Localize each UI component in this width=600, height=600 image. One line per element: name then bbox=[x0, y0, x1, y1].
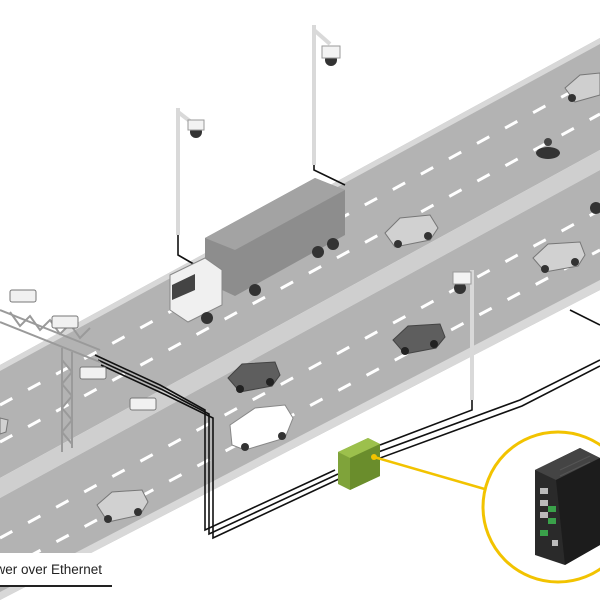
switch-zoom-lens bbox=[481, 430, 600, 584]
gantry-cameras bbox=[9, 289, 157, 411]
camera-pole-1 bbox=[176, 108, 205, 235]
median bbox=[0, 150, 600, 498]
caption-label: Power over Ethernet bbox=[0, 553, 112, 587]
van bbox=[229, 404, 294, 451]
car bbox=[532, 241, 586, 273]
caption-text: Power over Ethernet bbox=[0, 562, 102, 577]
camera-pole-3 bbox=[452, 270, 474, 400]
camera-pole-4 bbox=[590, 202, 600, 214]
car bbox=[96, 489, 149, 523]
overhead-gantry bbox=[0, 309, 101, 452]
highlight-dot bbox=[371, 454, 377, 460]
junction-box bbox=[338, 438, 380, 490]
motorcycle bbox=[536, 138, 560, 159]
car bbox=[0, 417, 9, 435]
car bbox=[564, 72, 600, 103]
truck bbox=[169, 178, 345, 324]
car bbox=[227, 361, 281, 393]
car bbox=[384, 214, 439, 248]
highlight-connector bbox=[373, 455, 496, 494]
truck-cab bbox=[169, 257, 223, 323]
lower-shoulder bbox=[0, 280, 600, 600]
camera-pole-2 bbox=[312, 25, 341, 165]
network-switch bbox=[535, 448, 600, 565]
car bbox=[392, 323, 446, 355]
vehicles bbox=[0, 72, 600, 523]
